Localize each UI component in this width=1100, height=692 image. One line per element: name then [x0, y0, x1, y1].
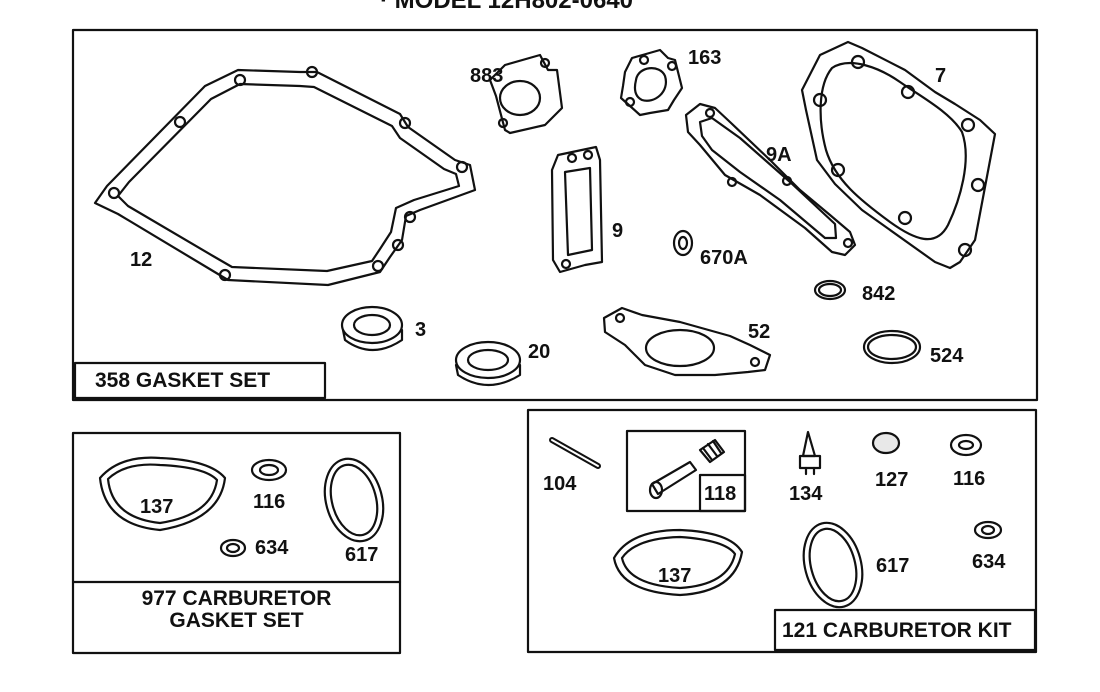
part-634-washer-b: [973, 520, 1003, 540]
part-116-washer-a-inner: [258, 463, 280, 477]
label-617-a: 617: [345, 544, 379, 566]
part-116-washer-b: [949, 433, 983, 457]
gasket-set-panel: [71, 28, 1039, 402]
gasket-set-title: 358 GASKET SET: [95, 369, 271, 392]
part-842-o-ring-inner: [817, 282, 843, 298]
carb-gasket-set-title-line2: GASKET SET: [169, 609, 304, 633]
part-118-inset-box: [625, 429, 747, 513]
label-9a: 9A: [766, 144, 792, 166]
cropped-header: · MODEL 12H802-0640: [380, 0, 634, 14]
label-842: 842: [862, 283, 896, 305]
label-137-a: 137: [140, 496, 174, 518]
label-118: 118: [704, 483, 737, 505]
gasket-set-title-box: [73, 361, 327, 400]
label-617-b: 617: [876, 555, 910, 577]
label-883: 883: [470, 65, 504, 87]
part-617-ring-b: [802, 521, 864, 609]
part-9a-gasket: [684, 102, 857, 257]
part-7-head-gasket: [800, 40, 997, 270]
part-116-washer-b-inner: [957, 439, 975, 451]
part-20-oil-seal: [454, 340, 522, 386]
part-524-o-ring: [862, 329, 922, 365]
part-634-washer-b-inner: [980, 524, 996, 536]
carb-kit-panel: [526, 408, 1038, 654]
part-127-plug: [871, 431, 901, 455]
label-163: 163: [688, 47, 722, 69]
part-842-o-ring: [813, 279, 847, 301]
label-634-b: 634: [972, 551, 1006, 573]
carb-gasket-set-panel: [71, 431, 402, 655]
part-670a-washer: [672, 229, 694, 257]
part-104-pin-core: [551, 439, 599, 467]
part-118-label-box: [698, 473, 747, 513]
carb-gasket-set-title: 977 CARBURETOR GASKET SET: [73, 587, 400, 633]
part-118-screw: [648, 438, 726, 500]
label-3: 3: [415, 319, 427, 341]
part-634-washer-a: [219, 538, 247, 558]
part-52-gasket: [602, 306, 772, 377]
label-634-a: 634: [255, 537, 289, 559]
part-634-washer-a-inner: [225, 542, 241, 554]
part-883-gasket: [488, 53, 564, 135]
part-137-gasket-kit: [612, 528, 744, 597]
carb-kit-title: 121 CARBURETOR KIT: [782, 619, 1012, 642]
label-20: 20: [528, 341, 551, 363]
label-12: 12: [130, 249, 153, 271]
part-617-ring-a: [323, 457, 385, 543]
part-12-crankcase-gasket: [93, 65, 477, 287]
part-116-washer-a: [250, 458, 288, 482]
part-163-gasket: [619, 48, 684, 117]
label-137-b: 137: [658, 565, 692, 587]
label-670a: 670A: [700, 247, 748, 269]
label-116-b: 116: [953, 468, 986, 490]
label-7: 7: [935, 65, 947, 87]
part-9-gasket: [550, 145, 604, 274]
label-524: 524: [930, 345, 964, 367]
part-524-o-ring-inner: [866, 333, 918, 361]
part-3-oil-seal: [340, 305, 404, 351]
carb-gasket-set-title-line1: 977 CARBURETOR: [141, 587, 332, 610]
carb-kit-title-box: [773, 608, 1037, 652]
label-127: 127: [875, 469, 909, 491]
label-9: 9: [612, 220, 624, 242]
label-116-a: 116: [253, 491, 286, 513]
label-134: 134: [789, 483, 823, 505]
part-137-gasket-large: [98, 456, 227, 532]
label-52: 52: [748, 321, 771, 343]
part-134-needle: [798, 430, 822, 476]
label-104: 104: [543, 473, 577, 495]
